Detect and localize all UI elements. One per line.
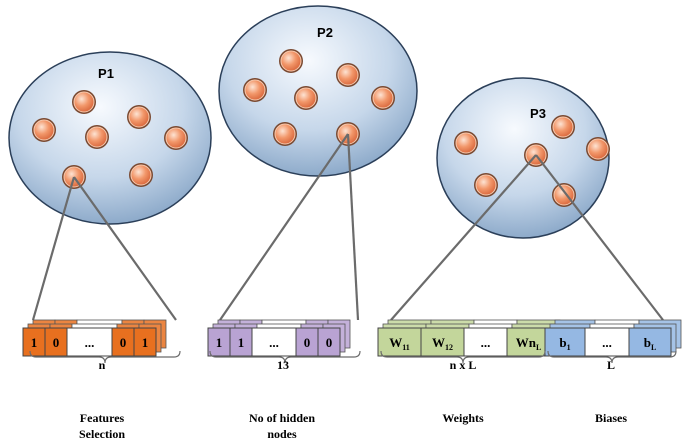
connector-lines: [31, 133, 664, 321]
hidden-nodes-chromosome-cell: 0: [317, 327, 341, 357]
weights-chromosome-cell: ...: [463, 327, 508, 357]
biases-chromosome: b1... bL: [544, 319, 682, 357]
weights-span-label: n x L: [450, 358, 477, 372]
features-chromosome-cell-text: 0: [120, 335, 127, 350]
features-caption: Features Selection: [62, 410, 142, 442]
weights-chromosome-cell: W12: [420, 327, 465, 357]
particle-icon: [454, 131, 478, 155]
particle-icon: [371, 86, 395, 110]
connector-line: [219, 133, 349, 321]
particle-icon: [586, 137, 610, 161]
population-p1: P1: [8, 51, 212, 225]
population-sphere: [436, 77, 610, 239]
features-caption-line1: Features: [79, 411, 125, 425]
biases-span-label: L: [607, 358, 615, 372]
span-braces: [29, 350, 677, 364]
biases-chromosome-cell: b1: [544, 327, 586, 357]
hidden-nodes-chromosome-cell: ...: [251, 327, 297, 357]
population-p2: P2: [218, 5, 418, 177]
particle-icon: [273, 122, 297, 146]
features-chromosome-cell: 0: [44, 327, 68, 357]
features-chromosome-cell-text: 1: [142, 335, 149, 350]
particle-icon: [243, 78, 267, 102]
brace: [209, 350, 361, 364]
hidden-nodes-caption: No of hidden nodes: [232, 410, 332, 442]
population-sphere: [8, 51, 212, 225]
features-chromosome-cell: 1: [133, 327, 157, 357]
biases-chromosome-cell-text: b1: [559, 335, 570, 352]
weights-chromosome-cell: WnL: [506, 327, 551, 357]
weights-chromosome-cell-text: ...: [481, 335, 491, 350]
particle-icon: [474, 173, 498, 197]
features-chromosome-cell-text: 0: [53, 335, 60, 350]
span-labels: n 13 n x L L: [99, 358, 615, 372]
biases-caption-text: Biases: [594, 411, 627, 425]
hidden-nodes-chromosome-cell-text: 1: [238, 335, 245, 350]
connector-line: [73, 176, 177, 321]
population-label: P1: [98, 66, 114, 81]
weights-caption-text: Weights: [442, 411, 484, 425]
particle-icon: [127, 105, 151, 129]
particle-icon: [551, 115, 575, 139]
particle-icon: [72, 90, 96, 114]
hidden-nodes-chromosome-cell-text: 0: [304, 335, 311, 350]
features-chromosome-cell: ...: [66, 327, 113, 357]
hidden-nodes-chromosome-cell-text: 0: [326, 335, 333, 350]
features-chromosome-cell-text: 1: [31, 335, 38, 350]
population-label: P3: [530, 106, 546, 121]
connector-line: [31, 176, 76, 321]
population-label: P2: [317, 25, 333, 40]
weights-chromosome-cell-text: W12: [432, 335, 453, 352]
hidden-nodes-span-label: 13: [277, 358, 289, 372]
brace: [29, 350, 181, 364]
hidden-nodes-chromosome-cell: 0: [295, 327, 319, 357]
hidden-nodes-chromosome-cell: 1: [207, 327, 231, 357]
biases-chromosome-cell: ...: [584, 327, 630, 357]
connector-line: [535, 154, 664, 321]
particle-icon: [85, 125, 109, 149]
particle-icon: [164, 126, 188, 150]
biases-caption: Biases: [571, 410, 651, 426]
weights-chromosome: W11 W12... WnL: [377, 319, 561, 357]
features-caption-line2: Selection: [79, 427, 125, 441]
weights-chromosome-cell-text: WnL: [516, 335, 542, 352]
particle-icon: [129, 163, 153, 187]
features-chromosome-cell: 0: [111, 327, 135, 357]
particle-icon: [294, 86, 318, 110]
connector-line: [390, 154, 537, 321]
population-p3: P3: [436, 77, 610, 239]
biases-chromosome-cell-text: ...: [602, 335, 612, 350]
brace: [547, 350, 677, 364]
particle-icon: [552, 183, 576, 207]
hidden-nodes-chromosome-cell: 1: [229, 327, 253, 357]
brace: [380, 350, 546, 364]
features-chromosome-cell: 1: [22, 327, 46, 357]
hidden-nodes-caption-line1: No of hidden: [248, 411, 316, 425]
weights-chromosome-cell-text: W11: [389, 335, 410, 352]
particle-icon: [279, 49, 303, 73]
features-chromosome-cell-text: ...: [85, 335, 95, 350]
biases-chromosome-cell: bL: [628, 327, 672, 357]
particle-icon: [336, 63, 360, 87]
biases-chromosome-cell-text: bL: [644, 335, 657, 352]
hidden-nodes-chromosome-cell-text: 1: [216, 335, 223, 350]
hidden-nodes-caption-line2: nodes: [267, 427, 297, 441]
weights-chromosome-cell: W11: [377, 327, 422, 357]
weights-caption: Weights: [423, 410, 503, 426]
connector-line: [346, 133, 360, 321]
features-span-label: n: [99, 358, 106, 372]
hidden-nodes-chromosome-cell-text: ...: [269, 335, 279, 350]
particle-icon: [32, 118, 56, 142]
